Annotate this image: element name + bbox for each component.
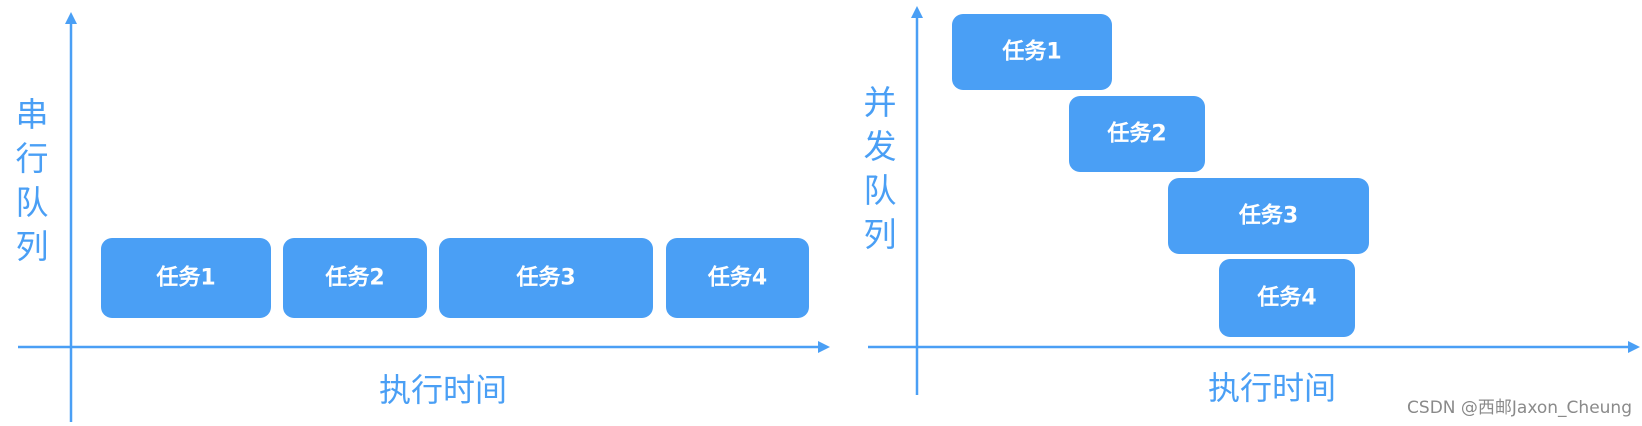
concurrent-queue-label: 并 发 队 列 — [860, 81, 900, 257]
serial-task-box — [283, 238, 427, 318]
concurrent-panel: 任务1 任务2 任务3 任务4 — [868, 6, 1640, 395]
concurrent-task-label: 任务4 — [1256, 285, 1316, 311]
concurrent-task-4: 任务4 — [1219, 259, 1355, 337]
serial-task-1: 任务1 — [101, 238, 271, 318]
concurrent-task-3: 任务3 — [1168, 178, 1369, 254]
serial-task-4: 任务4 — [666, 238, 809, 318]
serial-task-box — [101, 238, 271, 318]
concurrent-queue-label-char: 发 — [863, 127, 897, 166]
serial-queue-label-char: 行 — [15, 139, 49, 178]
serial-queue-label: 串 行 队 列 — [12, 93, 52, 269]
concurrent-task-label: 任务2 — [1106, 121, 1166, 147]
concurrent-task-2: 任务2 — [1069, 96, 1205, 172]
serial-time-axis-label: 执行时间 — [379, 371, 508, 409]
concurrent-task-group: 任务1 任务2 任务3 任务4 — [952, 14, 1369, 337]
serial-y-axis-arrow — [65, 12, 77, 24]
serial-task-label: 任务2 — [324, 265, 384, 291]
serial-task-group: 任务1 任务2 任务3 任务4 — [101, 238, 809, 318]
concurrent-task-label: 任务1 — [1001, 39, 1061, 65]
watermark: CSDN @西邮Jaxon_Cheung — [1407, 398, 1632, 418]
concurrent-task-box — [1069, 96, 1205, 172]
serial-panel: 任务1 任务2 任务3 任务4 — [18, 12, 830, 422]
concurrent-queue-label-char: 列 — [863, 215, 897, 254]
concurrent-task-box — [1219, 259, 1355, 337]
serial-queue-label-char: 队 — [15, 183, 49, 222]
serial-task-label: 任务3 — [515, 265, 575, 291]
serial-task-2: 任务2 — [283, 238, 427, 318]
concurrent-x-axis-arrow — [1628, 341, 1640, 353]
serial-task-3: 任务3 — [439, 238, 653, 318]
concurrent-queue-label-char: 并 — [863, 83, 897, 122]
serial-task-box — [439, 238, 653, 318]
concurrent-time-axis-label: 执行时间 — [1208, 369, 1337, 407]
serial-task-box — [666, 238, 809, 318]
serial-queue-label-char: 串 — [15, 95, 49, 134]
concurrent-task-label: 任务3 — [1238, 203, 1298, 229]
serial-queue-label-char: 列 — [15, 227, 49, 266]
concurrent-task-1: 任务1 — [952, 14, 1112, 90]
serial-x-axis-arrow — [818, 341, 830, 353]
concurrent-queue-label-char: 队 — [863, 171, 897, 210]
serial-task-label: 任务4 — [707, 265, 767, 291]
serial-task-label: 任务1 — [155, 265, 215, 291]
concurrent-y-axis-arrow — [911, 6, 923, 18]
concurrent-task-box — [952, 14, 1112, 90]
concurrent-task-box — [1168, 178, 1369, 254]
